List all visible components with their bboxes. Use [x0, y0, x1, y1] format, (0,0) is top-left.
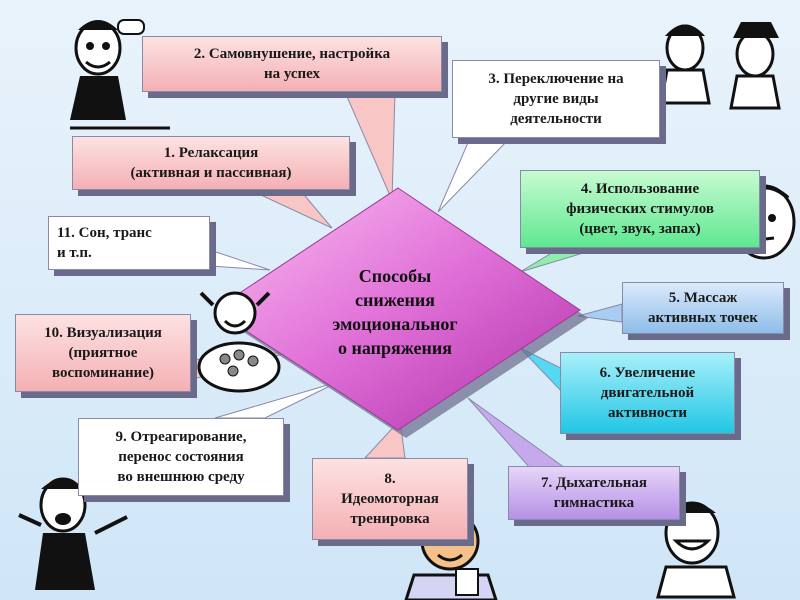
couple-icon: [659, 22, 781, 110]
method-box-m3: 3. Переключение на другие виды деятельно…: [452, 60, 660, 138]
tail-m4: [519, 247, 601, 273]
tail-m2: [344, 91, 396, 201]
method-box-m6: 6. Увеличение двигательной активности: [560, 352, 735, 434]
method-box-m2: 2. Самовнушение, настройка на успех: [142, 36, 442, 92]
tail-m7: [467, 397, 567, 469]
man-on-phone-icon: [70, 19, 170, 130]
shouting-man-icon: [18, 477, 128, 590]
center-title: Способы снижения эмоциональног о напряже…: [332, 266, 458, 358]
method-box-m1: 1. Релаксация (активная и пассивная): [72, 136, 350, 190]
center-diamond: [213, 187, 581, 431]
method-box-m8: 8. Идеомоторная тренировка: [312, 458, 468, 540]
tail-m11: [209, 249, 271, 271]
method-box-m4: 4. Использование физических стимулов (цв…: [520, 170, 760, 248]
method-box-m9: 9. Отреагирование, перенос состояния во …: [78, 418, 284, 496]
method-box-m11: 11. Сон, транс и т.п.: [48, 216, 210, 270]
method-box-m7: 7. Дыхательная гимнастика: [508, 466, 680, 520]
method-box-m10: 10. Визуализация (приятное воспоминание): [15, 314, 191, 392]
method-box-m5: 5. Массаж активных точек: [622, 282, 784, 334]
tail-m3: [437, 137, 512, 213]
girl-with-coins-icon: [197, 291, 281, 393]
tail-m1: [249, 189, 333, 229]
